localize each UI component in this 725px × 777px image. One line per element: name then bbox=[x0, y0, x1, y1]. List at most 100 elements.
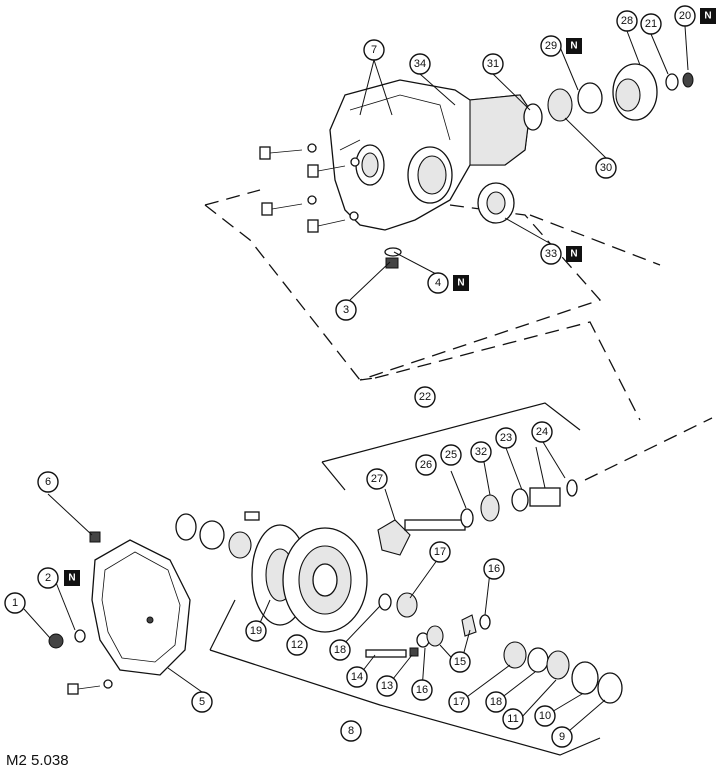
new-part-badge-20: N bbox=[700, 8, 716, 24]
svg-text:34: 34 bbox=[414, 58, 426, 70]
callout-20: 20 bbox=[674, 5, 696, 27]
callout-24: 24 bbox=[531, 421, 553, 443]
callout-1: 1 bbox=[4, 592, 26, 614]
callout-4: 4 bbox=[427, 272, 449, 294]
crown-wheel-and-case bbox=[251, 524, 368, 633]
callout-14: 14 bbox=[346, 666, 368, 688]
bracket-8-group bbox=[209, 599, 601, 756]
svg-text:33: 33 bbox=[545, 248, 557, 260]
svg-text:20: 20 bbox=[679, 10, 691, 22]
figure-reference: M2 5.038 bbox=[6, 752, 69, 769]
callout-5: 5 bbox=[191, 691, 213, 713]
differential-housing bbox=[329, 79, 531, 231]
svg-text:17: 17 bbox=[453, 696, 465, 708]
svg-text:6: 6 bbox=[45, 476, 51, 488]
svg-text:10: 10 bbox=[539, 710, 551, 722]
callout-6: 6 bbox=[37, 471, 59, 493]
svg-text:21: 21 bbox=[645, 18, 657, 30]
callout-23: 23 bbox=[495, 427, 517, 449]
svg-text:27: 27 bbox=[371, 473, 383, 485]
svg-text:22: 22 bbox=[419, 391, 431, 403]
bolt-upper-left bbox=[259, 143, 317, 160]
callout-25: 25 bbox=[440, 444, 462, 466]
svg-text:N: N bbox=[570, 41, 577, 52]
callout-17a: 17 bbox=[429, 541, 451, 563]
svg-text:N: N bbox=[704, 11, 711, 22]
callout-16b: 16 bbox=[411, 679, 433, 701]
svg-text:19: 19 bbox=[250, 625, 262, 637]
callout-21: 21 bbox=[640, 13, 662, 35]
callout-29: 29 bbox=[540, 35, 562, 57]
callout-9: 9 bbox=[551, 726, 573, 748]
svg-text:28: 28 bbox=[621, 15, 633, 27]
svg-text:3: 3 bbox=[343, 304, 349, 316]
svg-text:18: 18 bbox=[490, 696, 502, 708]
callout-18a: 18 bbox=[329, 639, 351, 661]
svg-text:16: 16 bbox=[416, 684, 428, 696]
svg-text:30: 30 bbox=[600, 162, 612, 174]
svg-text:15: 15 bbox=[454, 656, 466, 668]
callout-34: 34 bbox=[409, 53, 431, 75]
pinion-shaft-assembly bbox=[377, 479, 578, 556]
new-part-badge-4: N bbox=[453, 275, 469, 291]
bolt-upper-mid bbox=[307, 157, 360, 178]
svg-text:2: 2 bbox=[45, 572, 51, 584]
bracket-22-group bbox=[321, 402, 581, 491]
callout-31: 31 bbox=[482, 53, 504, 75]
svg-text:18: 18 bbox=[334, 644, 346, 656]
svg-text:24: 24 bbox=[536, 426, 548, 438]
callout-22: 22 bbox=[414, 386, 436, 408]
svg-text:N: N bbox=[570, 249, 577, 260]
svg-text:12: 12 bbox=[291, 639, 303, 651]
housing-bolts bbox=[259, 143, 360, 233]
bolt-lower-left bbox=[261, 195, 317, 216]
callout-28: 28 bbox=[616, 10, 638, 32]
svg-text:32: 32 bbox=[475, 446, 487, 458]
cover-fasteners bbox=[48, 629, 113, 695]
callout-33: 33 bbox=[540, 243, 562, 265]
rear-cover bbox=[89, 531, 191, 676]
callout-7: 7 bbox=[363, 39, 385, 61]
leader-lines bbox=[23, 25, 689, 738]
callout-26: 26 bbox=[415, 454, 437, 476]
assembly-guide-lines bbox=[204, 189, 713, 481]
new-part-badge-2: N bbox=[64, 570, 80, 586]
svg-text:29: 29 bbox=[545, 40, 557, 52]
callout-2: 2 bbox=[37, 567, 59, 589]
svg-text:17: 17 bbox=[434, 546, 446, 558]
callout-10: 10 bbox=[534, 705, 556, 727]
svg-text:26: 26 bbox=[420, 459, 432, 471]
callout-16a: 16 bbox=[483, 558, 505, 580]
svg-text:13: 13 bbox=[381, 680, 393, 692]
callout-15: 15 bbox=[449, 651, 471, 673]
left-bearings bbox=[175, 511, 260, 559]
callout-27: 27 bbox=[366, 468, 388, 490]
callout-17b: 17 bbox=[448, 691, 470, 713]
svg-text:1: 1 bbox=[12, 597, 18, 609]
svg-text:16: 16 bbox=[488, 563, 500, 575]
svg-text:14: 14 bbox=[351, 671, 363, 683]
differential-gears bbox=[365, 592, 623, 704]
callout-13: 13 bbox=[376, 675, 398, 697]
svg-text:9: 9 bbox=[559, 731, 565, 743]
svg-text:5: 5 bbox=[199, 696, 205, 708]
svg-text:31: 31 bbox=[487, 58, 499, 70]
svg-text:23: 23 bbox=[500, 432, 512, 444]
svg-text:N: N bbox=[457, 278, 464, 289]
callout-12: 12 bbox=[286, 634, 308, 656]
bolt-lower-mid bbox=[307, 211, 359, 233]
callout-18b: 18 bbox=[485, 691, 507, 713]
svg-text:4: 4 bbox=[435, 277, 441, 289]
callout-8: 8 bbox=[340, 720, 362, 742]
new-part-badge-29: N bbox=[566, 38, 582, 54]
svg-text:25: 25 bbox=[445, 449, 457, 461]
callout-19: 19 bbox=[245, 620, 267, 642]
svg-text:N: N bbox=[68, 573, 75, 584]
pinion-flange-assembly bbox=[477, 63, 694, 224]
svg-text:11: 11 bbox=[507, 713, 518, 725]
svg-text:8: 8 bbox=[348, 725, 354, 737]
callout-3: 3 bbox=[335, 299, 357, 321]
new-part-badge-33: N bbox=[566, 246, 582, 262]
callout-11: 11 bbox=[502, 708, 524, 730]
